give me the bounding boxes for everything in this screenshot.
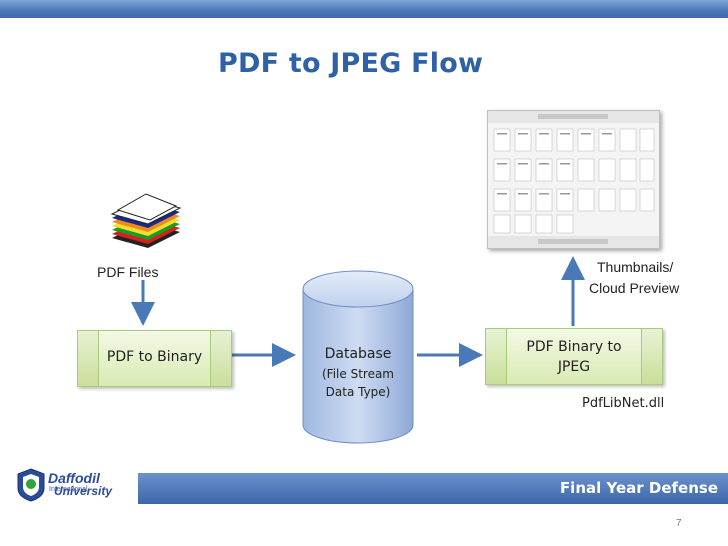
footer-bar: Final Year Defense — [138, 473, 728, 504]
logo-text-international: International — [49, 486, 88, 493]
dll-label: PdfLibNet.dll — [582, 396, 665, 411]
database-subtitle-1: (File Stream — [322, 367, 394, 381]
process-box-binary-to-jpeg: PDF Binary to JPEG — [485, 328, 663, 385]
thumbnails-label-line1: Thumbnails/ — [597, 259, 674, 275]
logo-text-university: University — [54, 484, 113, 498]
database-title: Database — [324, 346, 392, 362]
logo-text-daffodil: Daffodil — [48, 470, 100, 486]
thumbnail-preview-image — [487, 110, 660, 249]
top-banner — [0, 0, 728, 18]
process-box-label-line2: JPEG — [557, 359, 591, 375]
database-subtitle-2: Data Type) — [325, 385, 391, 399]
pdf-files-icon — [110, 193, 182, 248]
process-box-pdf-to-binary: PDF to Binary — [77, 330, 232, 387]
database-cylinder — [302, 270, 414, 444]
pdf-files-label: PDF Files — [97, 264, 159, 280]
page-number: 7 — [676, 518, 682, 529]
process-box-label-line1: PDF Binary to — [526, 339, 622, 355]
footer-text: Final Year Defense — [559, 479, 718, 497]
slide-title: PDF to JPEG Flow — [218, 48, 484, 79]
university-logo — [16, 468, 46, 502]
thumbnails-label-line2: Cloud Preview — [589, 280, 680, 296]
process-box-label: PDF to Binary — [106, 349, 203, 365]
